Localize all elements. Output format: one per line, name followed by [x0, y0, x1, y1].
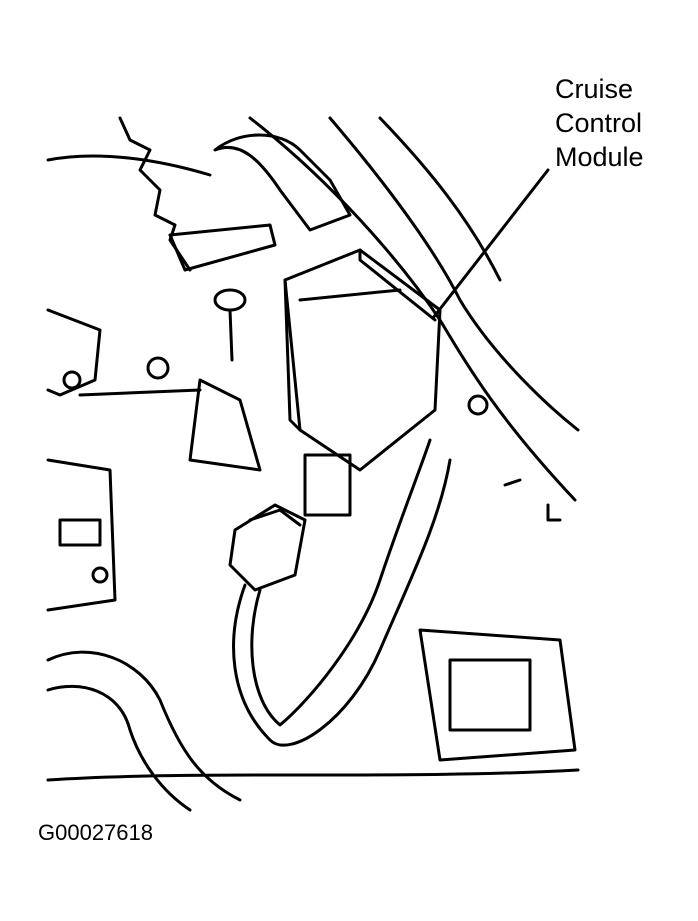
callout-line-3: Module	[555, 142, 644, 172]
figure-id: G00027618	[38, 820, 153, 845]
module-connector-socket	[303, 453, 352, 517]
harness-connector	[228, 503, 307, 592]
fender-outline	[248, 116, 577, 502]
nut	[467, 394, 489, 416]
callout-label: Cruise Control Module	[555, 72, 644, 174]
wiring-harness	[232, 458, 452, 747]
cruise-control-module	[283, 248, 442, 472]
callout-line-1: Cruise	[555, 74, 634, 104]
hose	[213, 133, 352, 232]
panel-edge	[118, 116, 192, 272]
callout-line-2: Control	[555, 108, 643, 138]
callout-leader-line	[431, 168, 550, 320]
body-panel	[418, 628, 577, 762]
mounting-bolt	[213, 288, 247, 312]
fender-inner	[328, 116, 580, 432]
